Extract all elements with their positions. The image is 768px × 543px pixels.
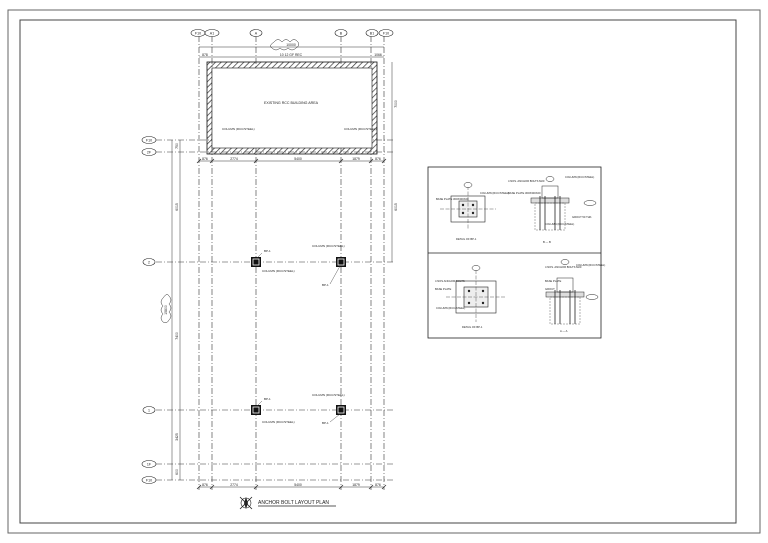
bottom-right-note-1: COLUMN (RCC/STEEL) (576, 263, 605, 267)
bottom-left-note-1: 4 NOS ANCHOR BOLTS (435, 279, 465, 283)
grid-label-top-4: B (340, 31, 343, 35)
right-dim-1: 7000 (394, 100, 398, 108)
top-left-note-1: COLUMN (RCC/STEEL) (480, 191, 509, 195)
plan-title: ANCHOR BOLT LAYOUT PLAN (258, 500, 329, 506)
base-dim-4: 1879 (352, 483, 360, 487)
base-dim-3: 5400 (294, 483, 302, 487)
base-dim-5: 876 (375, 483, 381, 487)
top-left-caption: DETAIL OF BP-1 (456, 237, 477, 241)
overall-dim: 10000 (286, 43, 296, 47)
outer-border (7, 9, 761, 534)
detail-plan-bottom (446, 265, 506, 322)
bottom-dim-2: 2774 (230, 157, 238, 161)
grid-label-left-4: 1 (148, 408, 150, 412)
bp-label-1: BP-1 (264, 249, 271, 253)
column-note-4: COLUMN (RCC/STEEL) (262, 269, 295, 273)
inner-border (19, 19, 737, 524)
bottom-dim-4: 1879 (352, 157, 360, 161)
left-dim-5: 3425 (175, 433, 179, 441)
top-dim-1: 878 (202, 53, 208, 57)
grid-label-left-2: 2F (147, 150, 152, 154)
revision-cloud-top (270, 39, 299, 51)
detail-plan-top (440, 182, 496, 230)
north-arrow-icon (239, 496, 253, 510)
existing-building-interior (211, 67, 373, 149)
top-right-note-3: GROUT 50 THK. (572, 215, 592, 219)
left-dim-6: 600 (175, 469, 179, 475)
column-bp1-c (251, 405, 261, 415)
grid-label-top-6: F10 (383, 31, 389, 35)
base-dim-1: 876 (202, 483, 208, 487)
revision-cloud-left (160, 294, 172, 323)
grid-label-top-1: F10 (195, 31, 201, 35)
column-note-5: COLUMN (RCC/STEEL) (312, 393, 345, 397)
bottom-mid-note: 4 NOS. ANCHOR BOLTS M20 (545, 265, 582, 269)
bp-label-2: BP-1 (322, 283, 329, 287)
details-frame (427, 166, 602, 339)
top-right-note-1: COLUMN (RCC/STEEL) (565, 175, 594, 179)
right-dim-2: 6015 (394, 203, 398, 211)
grid-label-top-2: A1 (210, 31, 214, 35)
column-bp1-d (336, 405, 346, 415)
base-dim-2: 2774 (230, 483, 238, 487)
bottom-left-note-2: BASE PLATE (435, 287, 451, 291)
bottom-dim-1: 876 (202, 157, 208, 161)
column-bp1-b (336, 257, 346, 267)
top-dim-5: 1066 (374, 53, 382, 57)
left-total-dim: 15800 (164, 305, 168, 315)
top-right-note-2: BASE PLATE 300X300X20 (508, 191, 541, 195)
grid-label-left-5: 1F (147, 462, 152, 466)
bottom-right-note-3: GROUT (545, 287, 555, 291)
top-left-note-2: BASE PLATE 300X300X20 (436, 197, 469, 201)
grid-label-top-3: A (255, 31, 258, 35)
left-dim-2: 6015 (175, 203, 179, 211)
detail-section-bottom (545, 259, 599, 325)
bottom-right-note-2: BASE PLATE (545, 279, 561, 283)
top-section-label: B — B (543, 240, 551, 244)
column-note-2: COLUMN (RCC/STEEL) (344, 127, 377, 131)
bp-label-4: BP-1 (322, 421, 329, 425)
column-note-3: COLUMN (RCC/STEEL) (312, 244, 345, 248)
column-bp1-a (251, 257, 261, 267)
grid-label-left-6: F10 (146, 478, 152, 482)
bottom-dim-3: 5400 (294, 157, 302, 161)
bottom-left-note-3: COLUMN (RCC/STEEL) (436, 306, 465, 310)
grid-label-left-3: 2 (148, 260, 150, 264)
bottom-section-label: A — A (560, 329, 568, 333)
grid-label-top-5: B1 (370, 31, 374, 35)
column-note-1: COLUMN (RCC/STEEL) (222, 127, 255, 131)
bottom-left-caption: DETAIL OF BP-1 (462, 325, 483, 329)
left-dim-4: 7400 (175, 332, 179, 340)
existing-area-label: EXISTING RCC BUILDING AREA (264, 101, 319, 105)
detail-section-top (530, 176, 597, 231)
overall-dim-sub: 10 12 GF REC (280, 53, 303, 57)
anchor-bolt-layout-plan: F10 A1 A B B1 F10 F10 2F 2 1 1F F10 1000… (141, 29, 398, 510)
bp-label-3: BP-1 (264, 397, 271, 401)
top-mid-note: 4 NOS. ANCHOR BOLTS M20 (508, 179, 545, 183)
bottom-dim-5: 876 (375, 157, 381, 161)
left-dim-1: 750 (175, 143, 179, 149)
column-note-6: COLUMN (RCC/STEEL) (262, 420, 295, 424)
details-panel: COLUMN (RCC/STEEL) BASE PLATE 300X300X20… (427, 166, 605, 339)
grid-label-left-1: F10 (146, 138, 152, 142)
